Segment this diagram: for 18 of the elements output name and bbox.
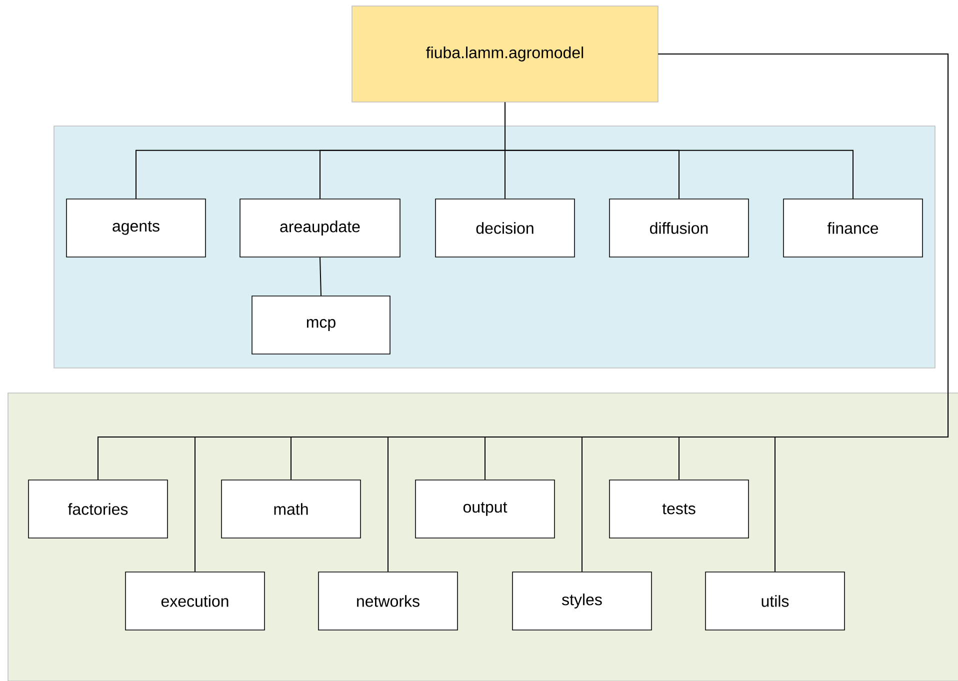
package-box: output (415, 480, 555, 538)
package-box: execution (125, 572, 265, 630)
package-box: finance (783, 198, 923, 258)
package-box: networks (318, 572, 458, 630)
package-box: fiuba.lamm.agromodel (352, 6, 658, 102)
package-box: diffusion (609, 198, 749, 258)
connector-line (658, 54, 948, 572)
package-box: utils (705, 572, 845, 630)
package-box: styles (512, 572, 652, 630)
connector-line (320, 256, 322, 296)
package-box: mcp (252, 296, 390, 354)
package-box: agents (66, 198, 206, 258)
package-box: math (221, 480, 361, 538)
package-box: areaupdate (240, 198, 400, 258)
package-box: factories (28, 480, 168, 538)
package-box: tests (609, 480, 749, 538)
package-box: decision (435, 198, 575, 258)
connector-line (504, 102, 854, 200)
